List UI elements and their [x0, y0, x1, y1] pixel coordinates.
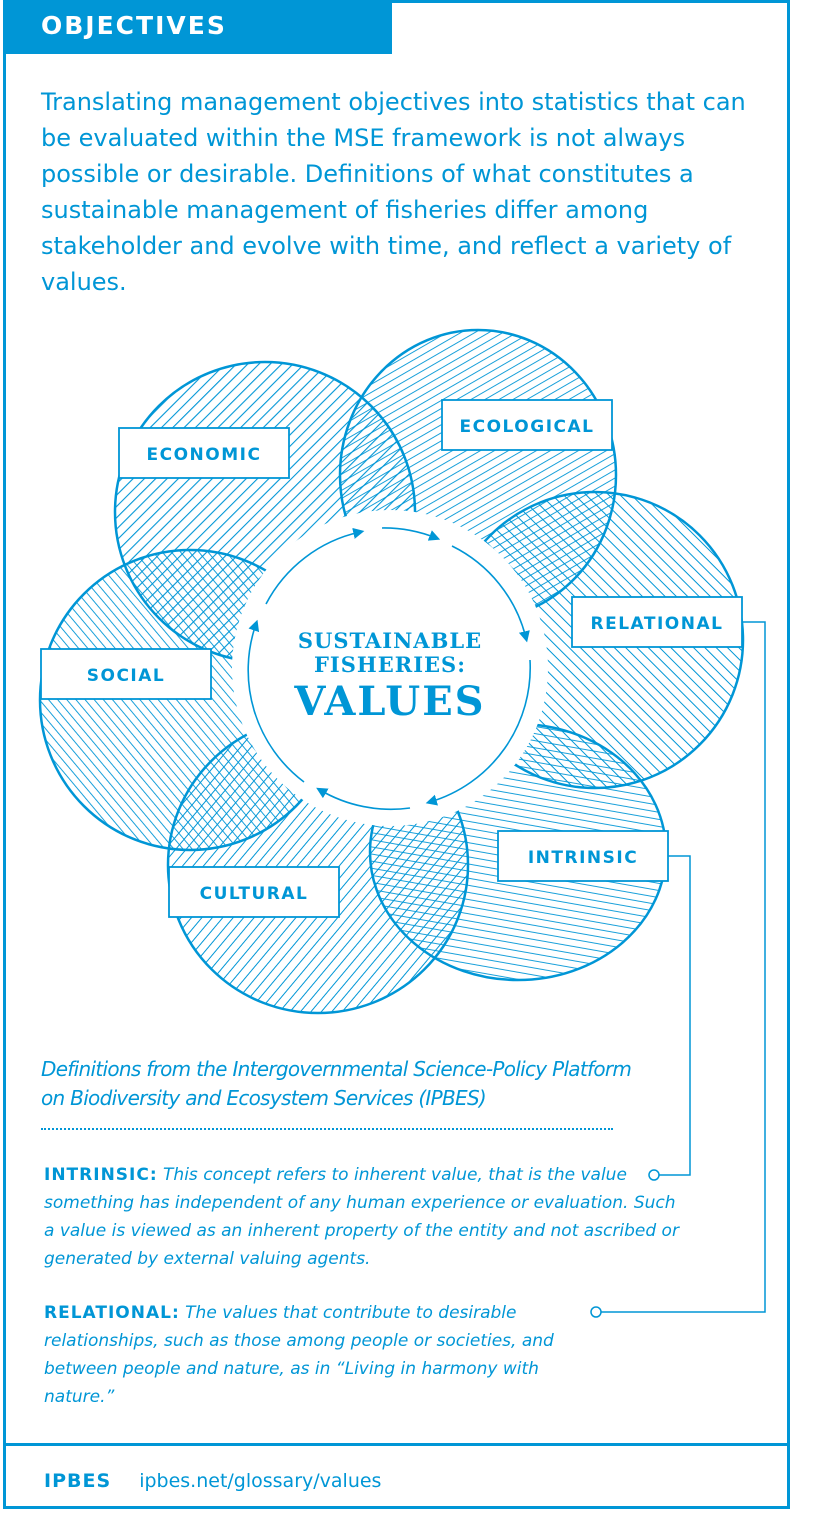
label-economic: ECONOMIC — [147, 445, 262, 465]
definition-intrinsic-term: INTRINSIC: — [44, 1165, 158, 1185]
connector-relational-node — [590, 1306, 602, 1318]
source-note: Definitions from the Intergovernmental S… — [41, 1057, 632, 1110]
label-relational: RELATIONAL — [591, 614, 724, 634]
label-box-economic — [118, 427, 290, 479]
cycle-arrow-4 — [316, 787, 411, 811]
footer: IPBES ipbes.net/glossary/values — [44, 1467, 381, 1495]
center-title-line1: SUSTAINABLE — [298, 628, 482, 653]
label-ecological: ECOLOGICAL — [460, 417, 595, 437]
footer-divider — [3, 1443, 790, 1446]
center-title-line3: VALUES — [293, 678, 485, 725]
connector-intrinsic-node — [648, 1169, 660, 1181]
intro-paragraph: Translating management objectives into s… — [41, 88, 746, 296]
definition-intrinsic-text: This concept refers to inherent value, t… — [44, 1165, 679, 1269]
label-box-cultural — [168, 866, 340, 918]
footer-url-link[interactable]: ipbes.net/glossary/values — [139, 1470, 382, 1492]
label-box-ecological — [441, 399, 613, 451]
label-box-relational — [571, 596, 743, 648]
definition-relational-term: RELATIONAL: — [44, 1303, 180, 1323]
header-title: OBJECTIVES — [41, 11, 227, 40]
connector-intrinsic — [659, 855, 691, 1176]
cycle-arrow-1 — [381, 527, 441, 541]
footer-org: IPBES — [44, 1470, 112, 1492]
center-disc — [232, 510, 548, 826]
header-tab — [3, 0, 392, 54]
label-social: SOCIAL — [87, 666, 166, 686]
center-title-line2: FISHERIES: — [314, 652, 466, 677]
label-cultural: CULTURAL — [200, 884, 309, 904]
cycle-arrow-2 — [451, 545, 530, 643]
definition-relational: RELATIONAL: The values that contribute t… — [44, 1299, 604, 1411]
cycle-arrow-5 — [247, 619, 305, 783]
dotted-divider — [41, 1128, 613, 1130]
page-frame — [3, 0, 790, 1509]
values-diagram: SUSTAINABLE FISHERIES: VALUES ECOLOGICAL… — [38, 328, 745, 1015]
definition-intrinsic: INTRINSIC: This concept refers to inhere… — [44, 1161, 684, 1273]
cycle-arrow-6 — [265, 527, 365, 605]
definition-relational-text: The values that contribute to desirable … — [44, 1303, 554, 1407]
cycle-arrow-3 — [425, 659, 532, 806]
label-intrinsic: INTRINSIC — [528, 848, 638, 868]
connector-relational — [601, 621, 766, 1313]
label-box-social — [40, 648, 212, 700]
